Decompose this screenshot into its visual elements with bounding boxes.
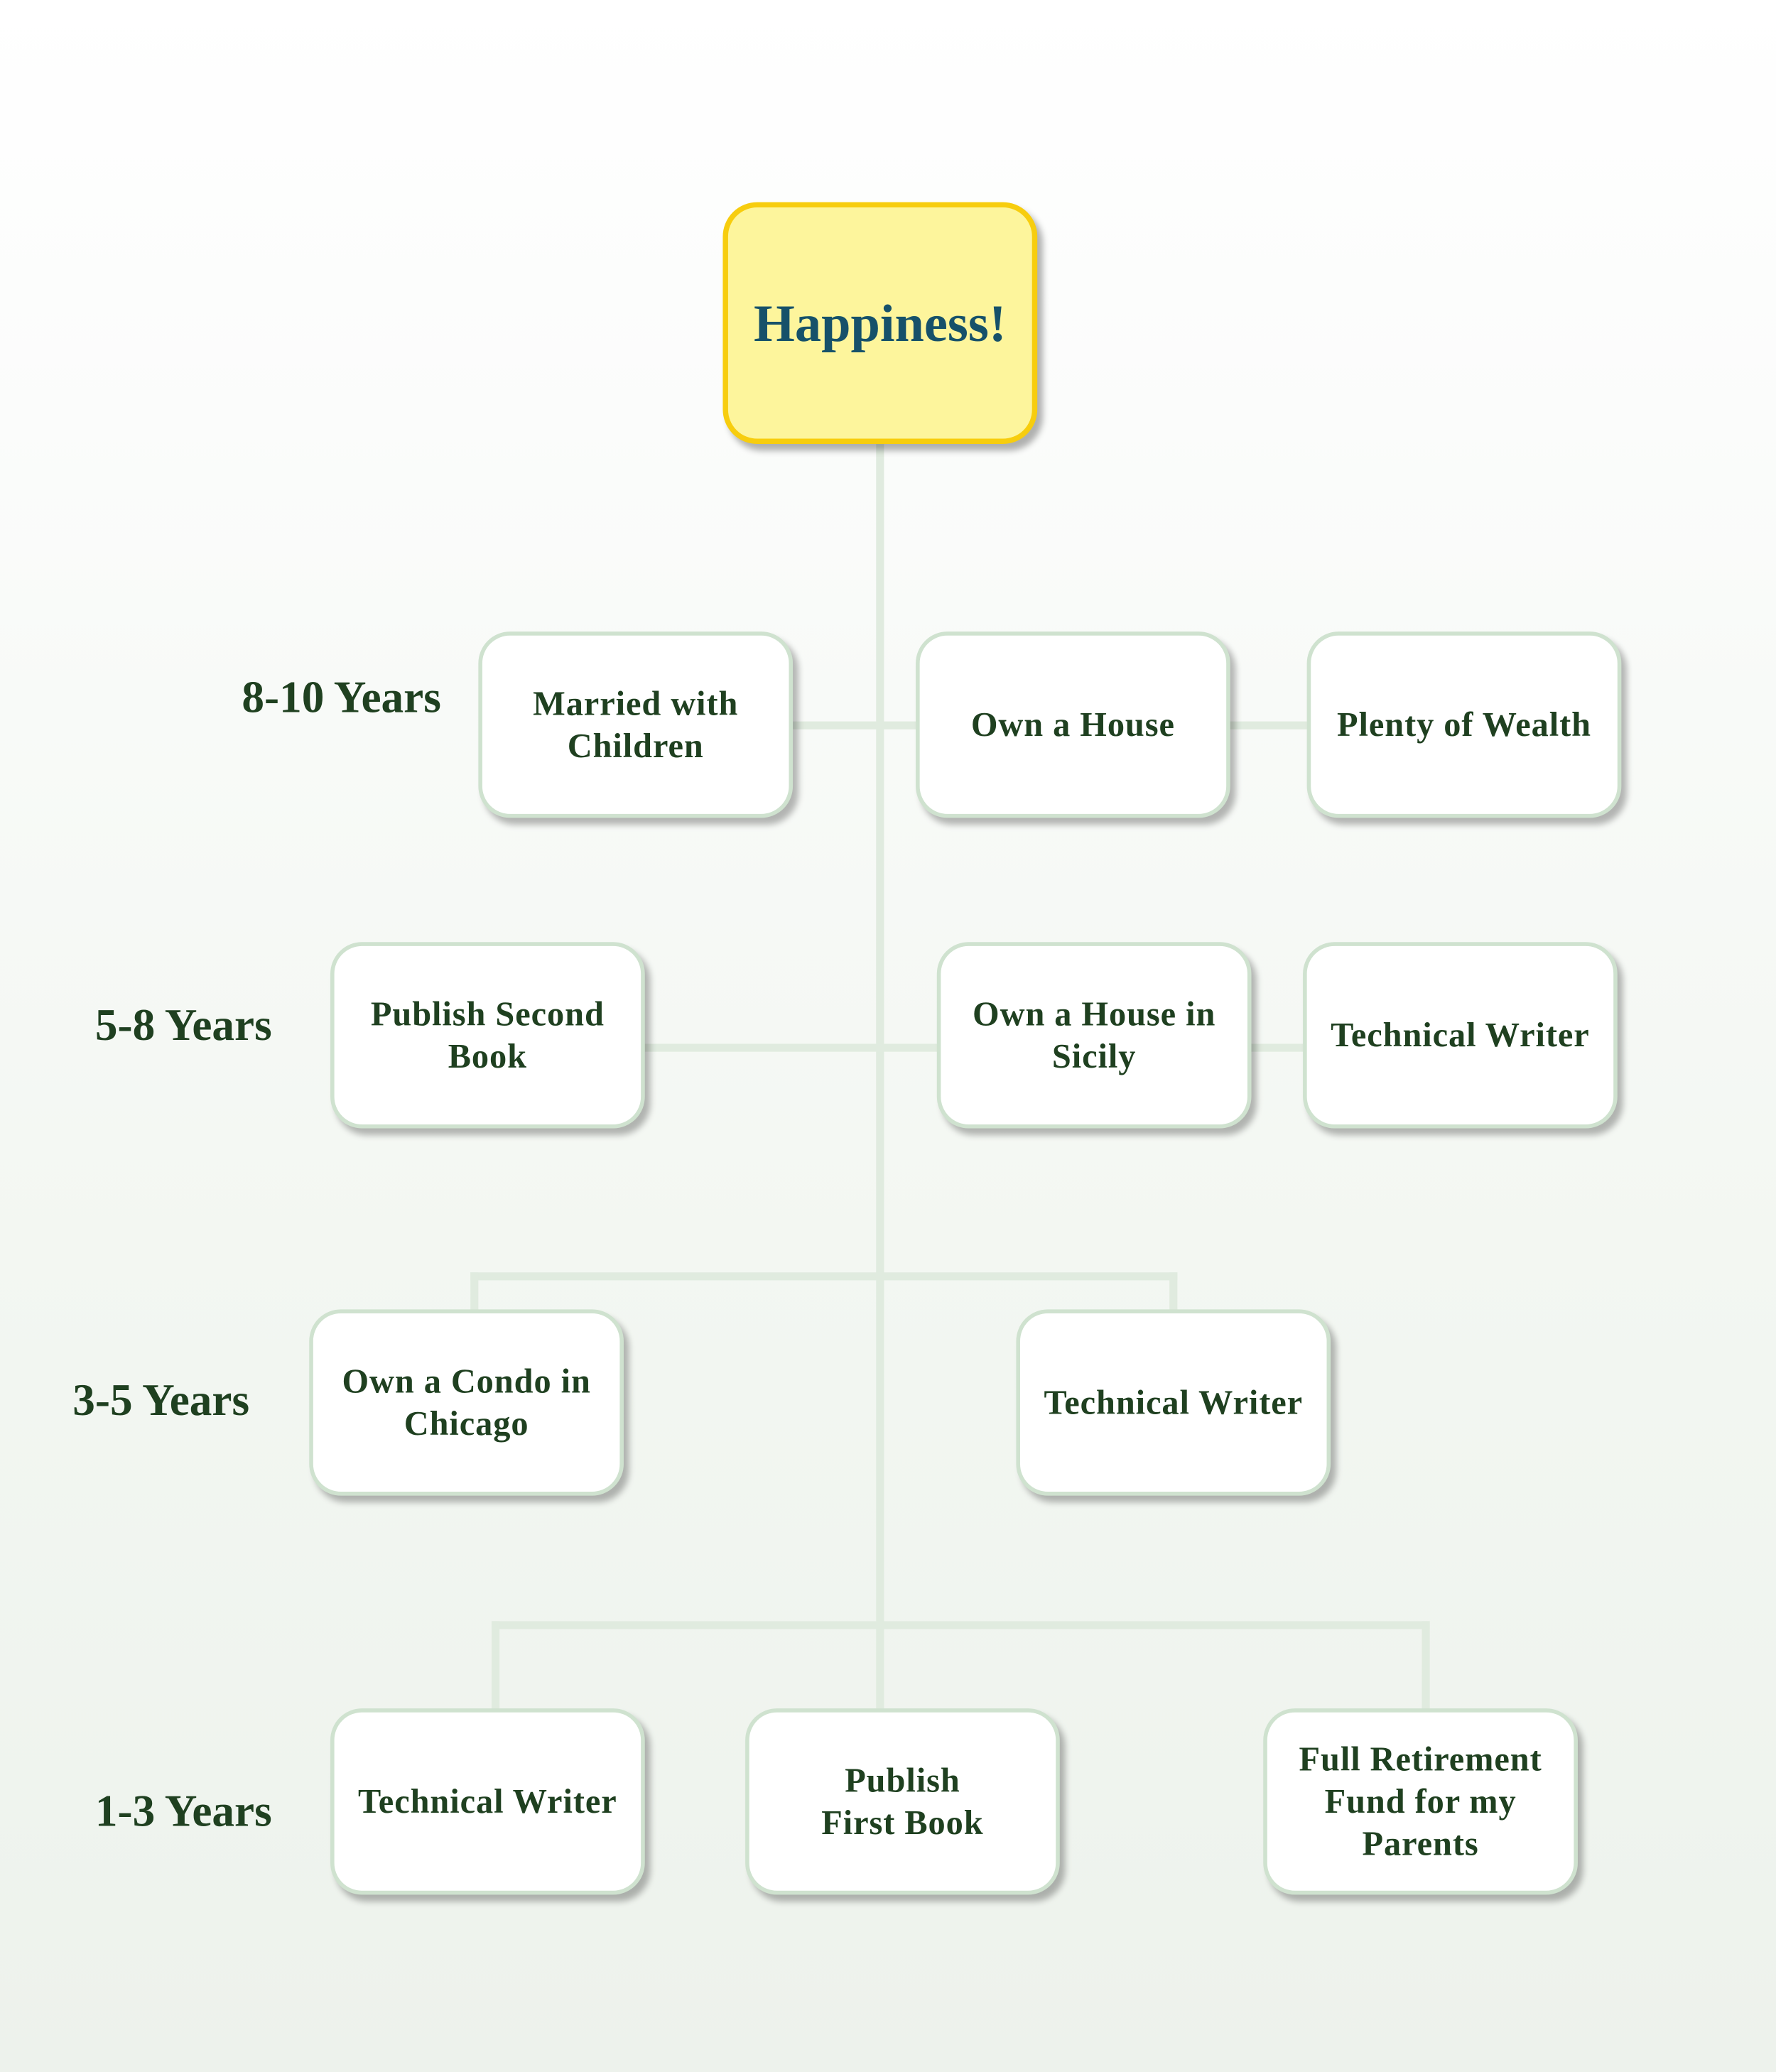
row-label-3-5-years: 3-5 Years [72,1377,250,1426]
root-node-happiness[interactable]: Happiness! [722,202,1038,444]
node-technical-writer-1-3[interactable]: Technical Writer [330,1708,645,1895]
node-married-with-children[interactable]: Married with Children [478,631,794,818]
row4-drop-left [491,1621,500,1711]
node-publish-second-book[interactable]: Publish Second Book [330,942,645,1129]
node-publish-first-book[interactable]: Publish First Book [745,1708,1060,1895]
node-own-house-sicily[interactable]: Own a House in Sicily [936,942,1252,1129]
node-plenty-of-wealth[interactable]: Plenty of Wealth [1306,631,1622,818]
node-technical-writer-3-5[interactable]: Technical Writer [1016,1309,1331,1496]
row4-drop-right [1422,1621,1430,1711]
row3-drop-right [1169,1272,1178,1313]
row-label-8-10-years: 8-10 Years [242,673,441,723]
row3-connector [470,1272,1178,1281]
row4-connector [491,1621,1430,1629]
node-technical-writer-5-8[interactable]: Technical Writer [1303,942,1618,1129]
trunk-connector [876,443,884,1709]
row-label-5-8-years: 5-8 Years [94,1001,272,1051]
node-own-condo-chicago[interactable]: Own a Condo in Chicago [309,1309,624,1496]
row-label-1-3-years: 1-3 Years [94,1787,272,1837]
row3-drop-left [470,1272,479,1313]
node-retirement-fund-parents[interactable]: Full Retirement Fund for my Parents [1263,1708,1578,1895]
node-own-a-house[interactable]: Own a House [916,631,1230,818]
